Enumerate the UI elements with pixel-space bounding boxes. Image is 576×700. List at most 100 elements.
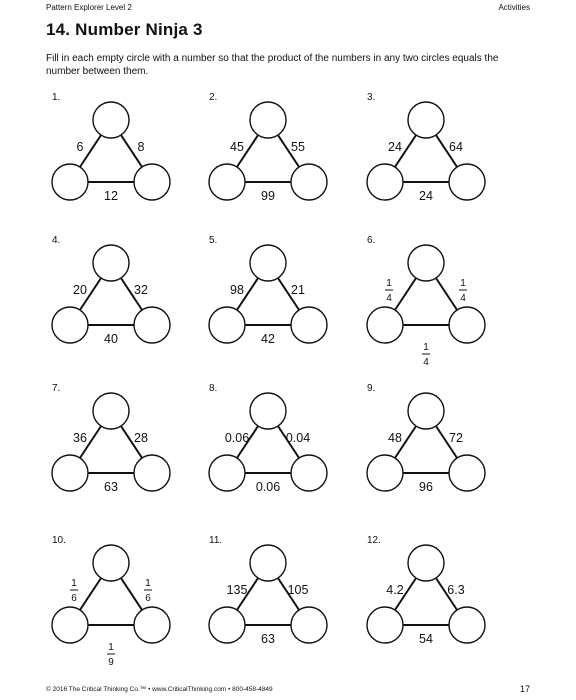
answer-circle-left[interactable] <box>366 454 404 492</box>
product-bottom: 40 <box>104 332 118 346</box>
puzzle-4: 4. 20 32 40 <box>51 235 171 346</box>
puzzle-number: 11. <box>209 535 222 546</box>
answer-circle-top[interactable] <box>92 101 130 139</box>
product-right: 105 <box>288 583 309 597</box>
product-left: 4.2 <box>386 583 403 597</box>
product-right: 64 <box>449 140 463 154</box>
product-bottom: 63 <box>261 632 275 646</box>
product-right: 14 <box>459 278 467 304</box>
product-left: 135 <box>227 583 248 597</box>
product-right: 32 <box>134 283 148 297</box>
answer-circle-right[interactable] <box>133 306 171 344</box>
product-left: 98 <box>230 283 244 297</box>
puzzle-number: 7. <box>52 383 60 394</box>
product-left: 36 <box>73 431 87 445</box>
puzzle-number: 12. <box>367 535 381 546</box>
answer-circle-left[interactable] <box>51 163 89 201</box>
product-bottom: 63 <box>104 480 118 494</box>
puzzle-number: 9. <box>367 383 375 394</box>
product-right: 28 <box>134 431 148 445</box>
answer-circle-right[interactable] <box>448 454 486 492</box>
answer-circle-top[interactable] <box>249 101 287 139</box>
puzzle-7: 7. 36 28 63 <box>51 383 171 494</box>
answer-circle-top[interactable] <box>249 392 287 430</box>
product-left: 45 <box>230 140 244 154</box>
answer-circle-right[interactable] <box>448 306 486 344</box>
answer-circle-left[interactable] <box>51 606 89 644</box>
puzzle-number: 1. <box>52 92 60 103</box>
answer-circle-top[interactable] <box>92 244 130 282</box>
product-bottom: 0.06 <box>256 480 280 494</box>
answer-circle-top[interactable] <box>92 544 130 582</box>
product-bottom: 54 <box>419 632 433 646</box>
instructions: Fill in each empty circle with a number … <box>46 53 499 77</box>
answer-circle-right[interactable] <box>290 606 328 644</box>
product-bottom: 12 <box>104 189 118 203</box>
product-bottom: 99 <box>261 189 275 203</box>
product-right: 21 <box>291 283 305 297</box>
product-bottom: 19 <box>107 642 115 668</box>
answer-circle-left[interactable] <box>51 306 89 344</box>
product-left: 14 <box>385 278 393 304</box>
header-book-title: Pattern Explorer Level 2 <box>46 3 132 12</box>
product-left: 20 <box>73 283 87 297</box>
answer-circle-left[interactable] <box>208 163 246 201</box>
product-bottom-numerator: 1 <box>423 342 429 353</box>
answer-circle-top[interactable] <box>92 392 130 430</box>
page-title: 14. Number Ninja 3 <box>46 20 203 39</box>
answer-circle-left[interactable] <box>366 163 404 201</box>
product-right: 8 <box>138 140 145 154</box>
product-left: 0.06 <box>225 431 249 445</box>
answer-circle-left[interactable] <box>366 606 404 644</box>
answer-circle-right[interactable] <box>133 163 171 201</box>
footer-copyright: © 2016 The Critical Thinking Co.™ • www.… <box>46 686 273 693</box>
product-left-denominator: 6 <box>71 593 77 604</box>
product-right-denominator: 4 <box>460 293 466 304</box>
puzzle-number: 2. <box>209 92 217 103</box>
answer-circle-top[interactable] <box>407 544 445 582</box>
answer-circle-left[interactable] <box>208 454 246 492</box>
answer-circle-right[interactable] <box>448 606 486 644</box>
answer-circle-left[interactable] <box>208 606 246 644</box>
puzzle-number: 6. <box>367 235 375 246</box>
product-bottom: 14 <box>422 342 430 368</box>
product-left: 48 <box>388 431 402 445</box>
product-right: 0.04 <box>286 431 310 445</box>
product-bottom: 42 <box>261 332 275 346</box>
product-bottom-numerator: 1 <box>108 642 114 653</box>
puzzle-number: 4. <box>52 235 60 246</box>
answer-circle-left[interactable] <box>51 454 89 492</box>
puzzle-number: 3. <box>367 92 375 103</box>
answer-circle-right[interactable] <box>448 163 486 201</box>
product-right-numerator: 1 <box>145 578 151 589</box>
product-left-numerator: 1 <box>71 578 77 589</box>
product-right: 72 <box>449 431 463 445</box>
answer-circle-right[interactable] <box>290 306 328 344</box>
answer-circle-left[interactable] <box>366 306 404 344</box>
answer-circle-top[interactable] <box>249 544 287 582</box>
answer-circle-right[interactable] <box>290 163 328 201</box>
product-bottom-denominator: 9 <box>108 657 114 668</box>
puzzle-2: 2. 45 55 99 <box>208 92 328 203</box>
answer-circle-top[interactable] <box>407 244 445 282</box>
puzzle-11: 11. 135 105 63 <box>208 535 328 646</box>
answer-circle-left[interactable] <box>208 306 246 344</box>
answer-circle-right[interactable] <box>133 454 171 492</box>
product-left-numerator: 1 <box>386 278 392 289</box>
product-right: 55 <box>291 140 305 154</box>
answer-circle-top[interactable] <box>407 101 445 139</box>
answer-circle-right[interactable] <box>290 454 328 492</box>
puzzle-number: 10. <box>52 535 66 546</box>
product-right: 16 <box>144 578 152 604</box>
answer-circle-top[interactable] <box>249 244 287 282</box>
answer-circle-top[interactable] <box>407 392 445 430</box>
answer-circle-right[interactable] <box>133 606 171 644</box>
